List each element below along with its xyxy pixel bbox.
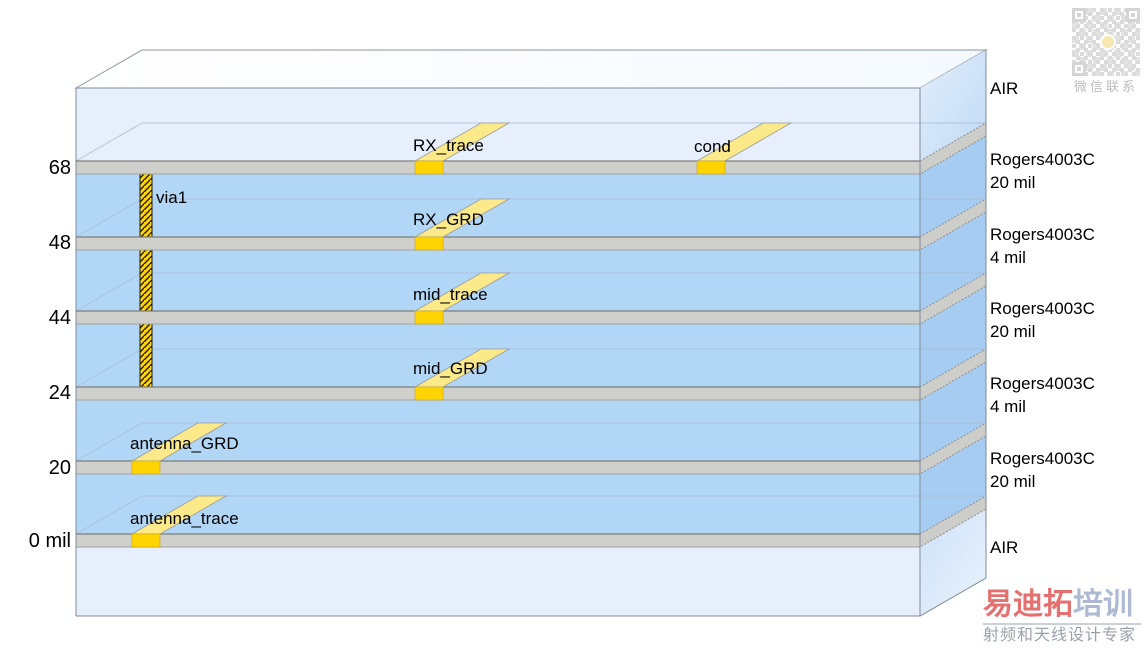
antenna-trace-shape xyxy=(130,495,228,548)
via1-label: via1 xyxy=(156,188,188,207)
air-top-side-face xyxy=(920,50,986,161)
layer-label-air-top: AIR xyxy=(990,79,1019,98)
qr-finder-icon xyxy=(1072,8,1086,22)
rx-trace-label: RX_trace xyxy=(413,136,484,155)
air-bottom-side-face xyxy=(920,509,986,616)
substrate2-front-face xyxy=(76,250,920,311)
mid-grd-shape xyxy=(413,348,511,401)
substrate5-front-face xyxy=(76,474,920,534)
antenna-grd-shape xyxy=(130,422,228,475)
qr-code-watermark xyxy=(1072,8,1140,76)
trace-objects xyxy=(130,122,793,548)
rx-trace-shape xyxy=(413,122,511,175)
layer-label-air-bottom: AIR xyxy=(990,538,1019,557)
brand-logo: 易迪拓培训 xyxy=(983,589,1141,625)
qr-finder-icon xyxy=(1072,62,1086,76)
box-top-face xyxy=(74,49,988,89)
air-bottom-front-face xyxy=(76,547,920,616)
mid-trace-label: mid_trace xyxy=(413,285,488,304)
qr-caption: 微信联系 xyxy=(1073,79,1138,94)
qr-finder-icon xyxy=(1126,8,1140,22)
rx-grd-shape xyxy=(413,198,511,251)
hidden-back-edges xyxy=(75,122,986,535)
box-outline xyxy=(75,50,987,617)
qr-center-logo-icon xyxy=(1100,34,1116,50)
antenna-trace-label: antenna_trace xyxy=(130,509,239,528)
via1-barrel xyxy=(139,173,153,388)
cond-shape xyxy=(695,122,793,175)
brand-logo-primary: 易迪拓 xyxy=(983,588,1073,621)
cond-label: cond xyxy=(694,137,731,156)
z-label-44: 44 xyxy=(48,307,71,329)
mid-grd-label: mid_GRD xyxy=(413,359,488,378)
z-label-68: 68 xyxy=(48,157,71,179)
mid-trace-shape xyxy=(413,272,511,325)
z-label-0mil: 0 mil xyxy=(28,530,71,552)
antenna-grd-label: antenna_GRD xyxy=(130,434,239,453)
rx-grd-label: RX_GRD xyxy=(413,210,484,229)
brand-slogan: 射频和天线设计专家 xyxy=(983,627,1137,644)
substrate4-front-face xyxy=(76,400,920,461)
z-label-24: 24 xyxy=(48,382,71,404)
brand-logo-secondary: 培训 xyxy=(1073,588,1133,621)
z-label-48: 48 xyxy=(48,232,71,254)
z-label-20: 20 xyxy=(48,457,71,479)
